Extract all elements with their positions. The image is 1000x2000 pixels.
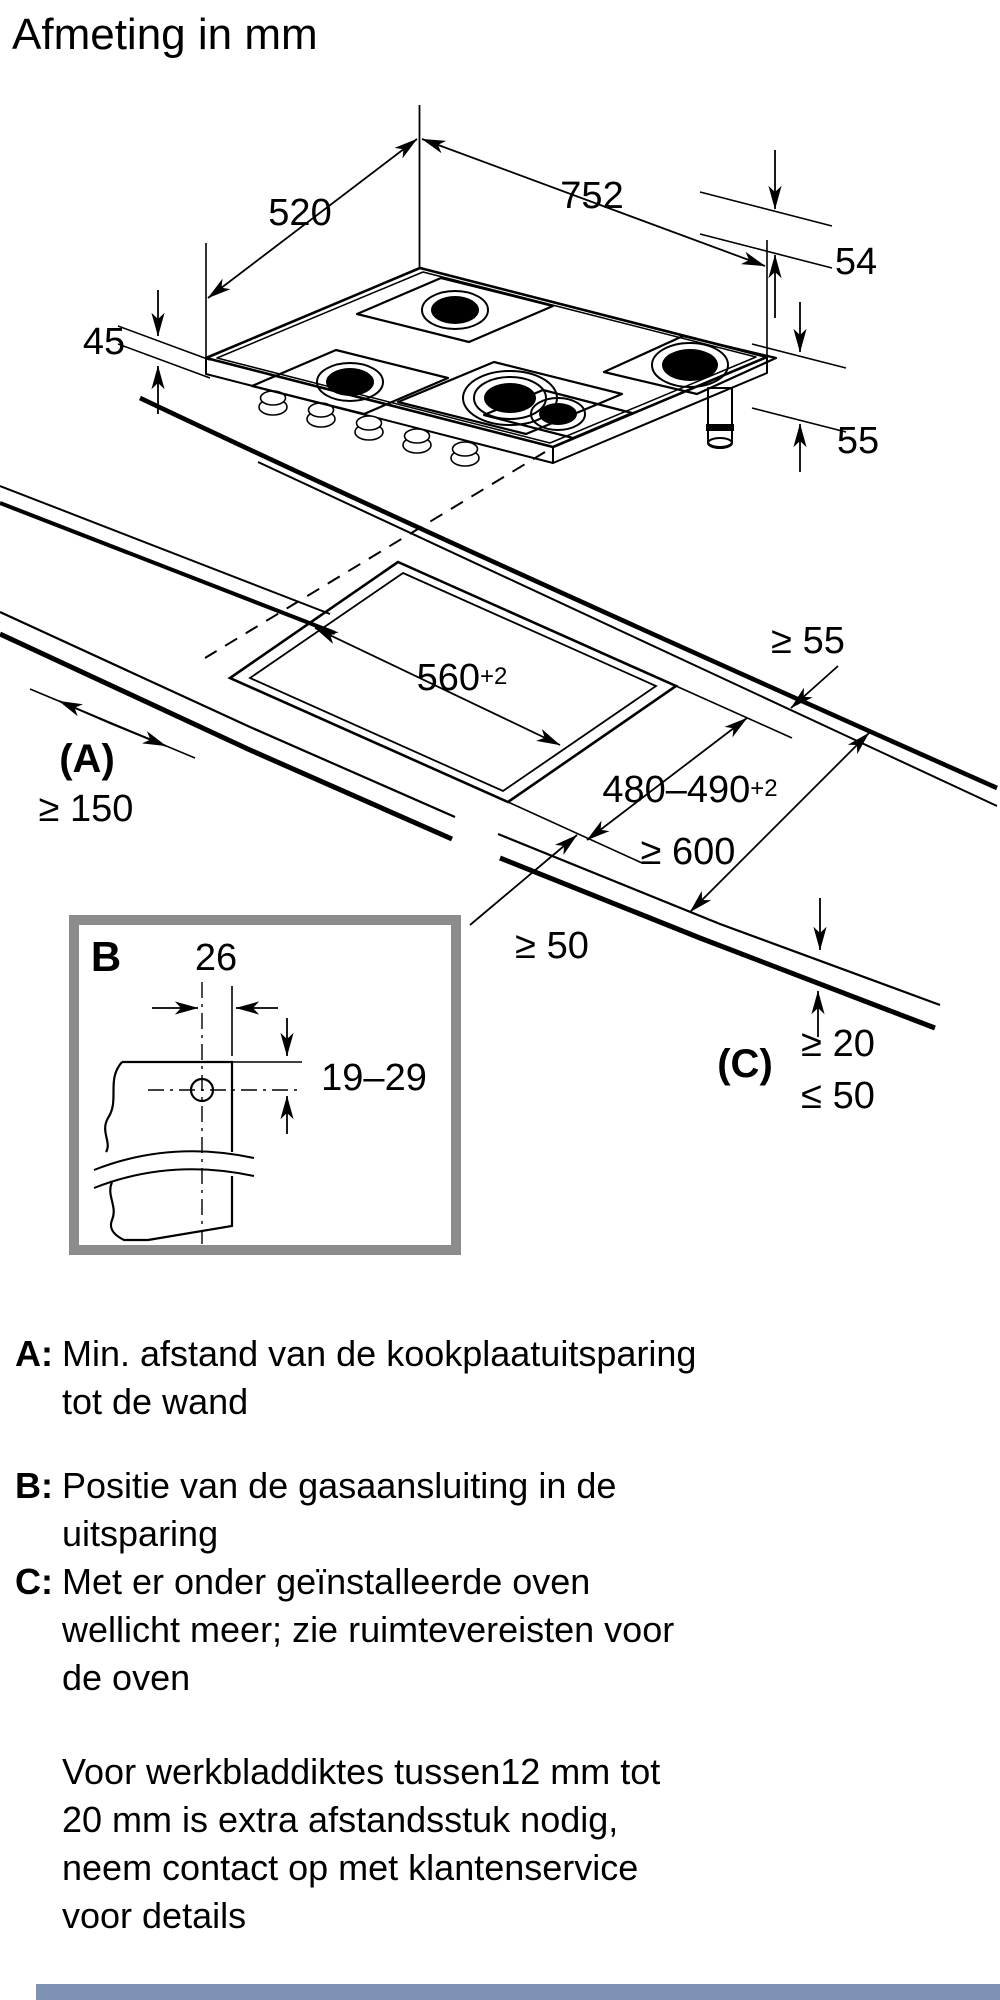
dim-width-752: 752 — [560, 175, 624, 217]
projection-line — [204, 451, 546, 659]
dim-depth-520: 520 — [268, 192, 332, 234]
horizontal-scrollbar-track — [0, 1984, 1000, 2000]
burners — [250, 276, 778, 440]
note-line: Voor werkbladdiktes tussen12 mm tot — [62, 1751, 661, 1792]
dim-55: 55 — [836, 420, 880, 462]
legend-key-c: C: — [15, 1561, 53, 1602]
dim-clearance-front: ≥ 50 — [515, 925, 589, 967]
label-c: (C) — [717, 1042, 773, 1086]
dim-gas-offset-26: 26 — [194, 937, 238, 979]
note-line: voor details — [62, 1895, 247, 1936]
dim-c-min: ≥ 20 — [801, 1023, 875, 1065]
dimension-drawing — [0, 105, 998, 1255]
legend-a-line: Min. afstand van de kookplaatuitsparing — [62, 1333, 697, 1374]
dim-45: 45 — [82, 321, 126, 363]
inset-border — [69, 915, 461, 1255]
hob-top-surface — [204, 266, 769, 449]
dim-54: 54 — [834, 241, 878, 283]
legend-c-line: de oven — [62, 1657, 191, 1698]
inset-label-b: B — [90, 933, 122, 980]
dim-clearance-back: ≥ 55 — [771, 620, 845, 662]
legend-b-line: Positie van de gasaansluiting in de — [62, 1465, 617, 1506]
legend-c-line: wellicht meer; zie ruimtevereisten voor — [62, 1609, 675, 1650]
note-worktop-thickness: Voor werkbladdiktes tussen12 mm tot 20 m… — [15, 1748, 775, 1940]
legend-item-c: C: Met er onder geïnstalleerde oven well… — [15, 1558, 775, 1702]
legend-key-b: B: — [15, 1465, 53, 1506]
dim-worktop-depth: ≥ 600 — [640, 831, 736, 873]
page-title: Afmeting in mm — [12, 10, 318, 59]
hob-dimension-lines — [117, 105, 847, 472]
legend-key-a: A: — [15, 1333, 53, 1374]
worktop-back-edge — [257, 461, 998, 807]
legend-item-a: A: Min. afstand van de kookplaatuitspari… — [15, 1330, 775, 1426]
gas-pipe — [706, 387, 734, 449]
dim-gas-depth-19-29: 19–29 — [321, 1057, 427, 1099]
legend-a-line: tot de wand — [62, 1381, 249, 1422]
dim-cutout-width-560: 560+2 — [416, 657, 508, 699]
legend-c-line: Met er onder geïnstalleerde oven — [62, 1561, 591, 1602]
gas-connection-inset — [69, 915, 461, 1255]
hob-drawing — [117, 105, 847, 472]
legend-item-b: B: Positie van de gasaansluiting in de u… — [15, 1462, 775, 1558]
dim-c-max: ≤ 50 — [801, 1075, 875, 1117]
dim-clearance-left: ≥ 150 — [38, 788, 134, 830]
worktop-front-edge — [0, 611, 941, 1007]
horizontal-scrollbar-thumb[interactable] — [36, 1984, 1000, 2000]
dim-cutout-depth: 480–490+2 — [602, 769, 778, 811]
control-knobs — [258, 390, 480, 467]
legend-b-line: uitsparing — [62, 1513, 219, 1554]
wall-edge — [139, 395, 998, 791]
note-line: 20 mm is extra afstandsstuk nodig, — [62, 1799, 619, 1840]
label-a: (A) — [59, 737, 115, 781]
cutout-drawing — [0, 395, 998, 1037]
note-line: neem contact op met klantenservice — [62, 1847, 639, 1888]
